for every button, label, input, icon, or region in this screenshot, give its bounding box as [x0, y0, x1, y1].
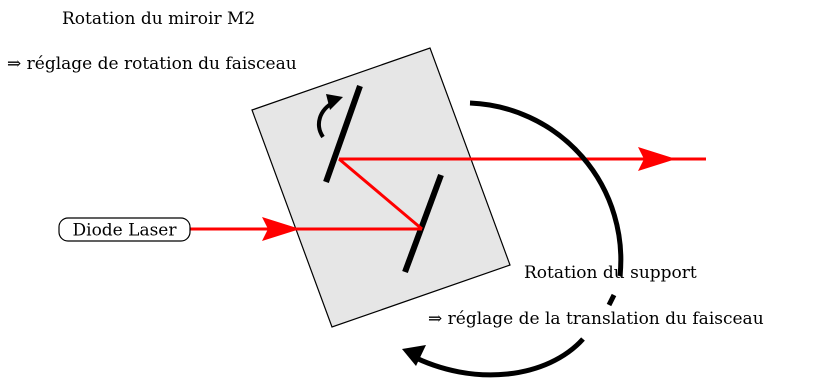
curved-arrow-icon	[408, 100, 624, 378]
mirror-support-plate	[251, 47, 511, 328]
support-rotation-arrowhead	[402, 345, 426, 366]
laser-diode-box	[58, 217, 191, 242]
mirror-rotation-title: Rotation du miroir M2	[62, 9, 255, 29]
mirror-rotation-effect: ⇒ réglage de rotation du faisceau	[7, 54, 297, 74]
mirror-m2	[323, 84, 363, 184]
curved-arrow-icon	[317, 94, 343, 139]
mirror-m1	[402, 173, 444, 274]
support-rotation-effect: ⇒ réglage de la translation du faisceau	[428, 309, 764, 329]
beam-output-arrowhead	[638, 147, 676, 171]
beam-input-arrowhead	[262, 217, 300, 241]
laser-diode-label: Diode Laser	[73, 221, 178, 241]
support-rotation-title: Rotation du support	[524, 263, 697, 283]
